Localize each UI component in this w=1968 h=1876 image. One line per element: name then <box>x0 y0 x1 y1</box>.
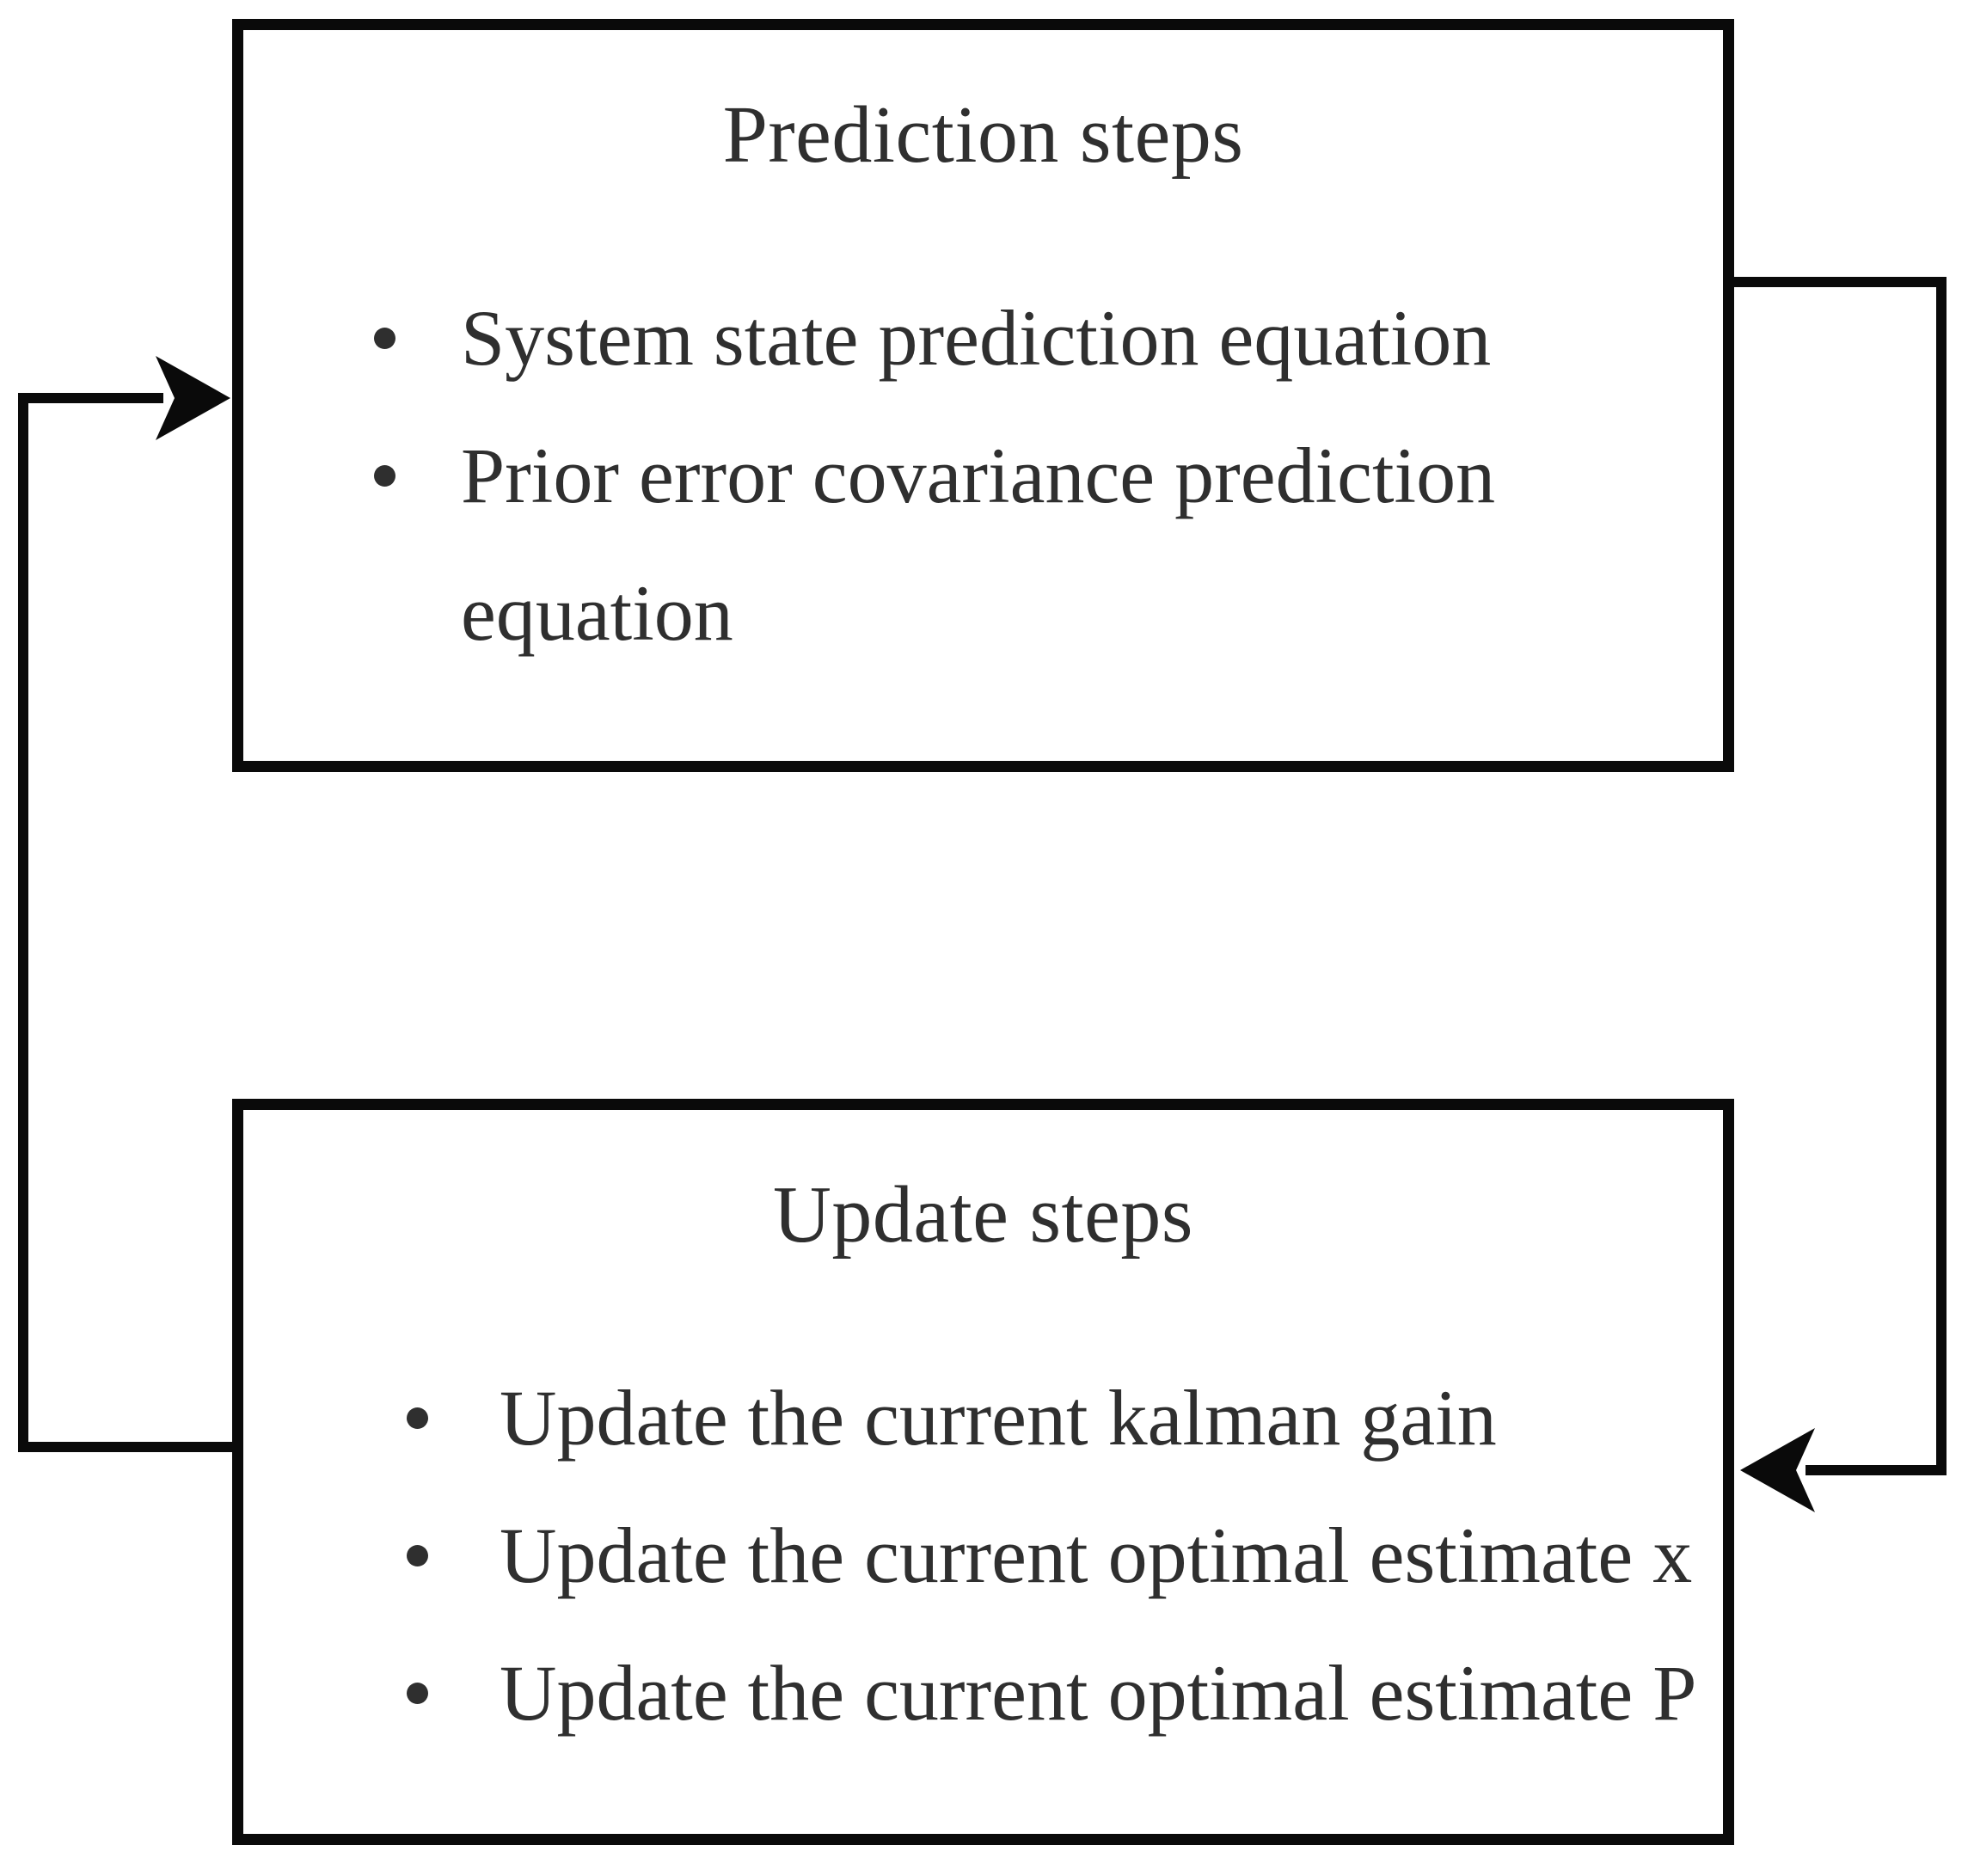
bullet-text: Prior error covariance prediction <box>461 432 1496 519</box>
list-item: Update the current kalman gain <box>243 1349 1723 1487</box>
prediction-box-title: Prediction steps <box>722 90 1244 180</box>
list-item: Update the current optimal estimate x <box>243 1487 1723 1624</box>
update-box-title: Update steps <box>773 1170 1193 1260</box>
bullet-text-wrap: equation <box>461 569 733 657</box>
list-item: Prior error covariance prediction equati… <box>243 407 1723 682</box>
bullet-text: Update the current optimal estimate x <box>500 1511 1693 1599</box>
connector-update-to-prediction <box>18 356 239 1452</box>
list-item: Update the current optimal estimate P <box>243 1624 1723 1762</box>
update-steps-box: Update steps Update the current kalman g… <box>232 1099 1734 1845</box>
connector-prediction-to-update <box>1728 277 1947 1512</box>
arrow-right-icon <box>156 356 230 440</box>
prediction-steps-box: Prediction steps System state prediction… <box>232 19 1734 772</box>
bullet-text: Update the current kalman gain <box>500 1374 1497 1462</box>
bullet-text: System state prediction equation <box>461 294 1492 382</box>
list-item: System state prediction equation <box>243 269 1723 407</box>
prediction-step-list: System state prediction equation Prior e… <box>243 269 1723 682</box>
arrow-left-icon <box>1740 1428 1815 1512</box>
update-step-list: Update the current kalman gain Update th… <box>243 1349 1723 1762</box>
bullet-text: Update the current optimal estimate P <box>500 1649 1697 1737</box>
